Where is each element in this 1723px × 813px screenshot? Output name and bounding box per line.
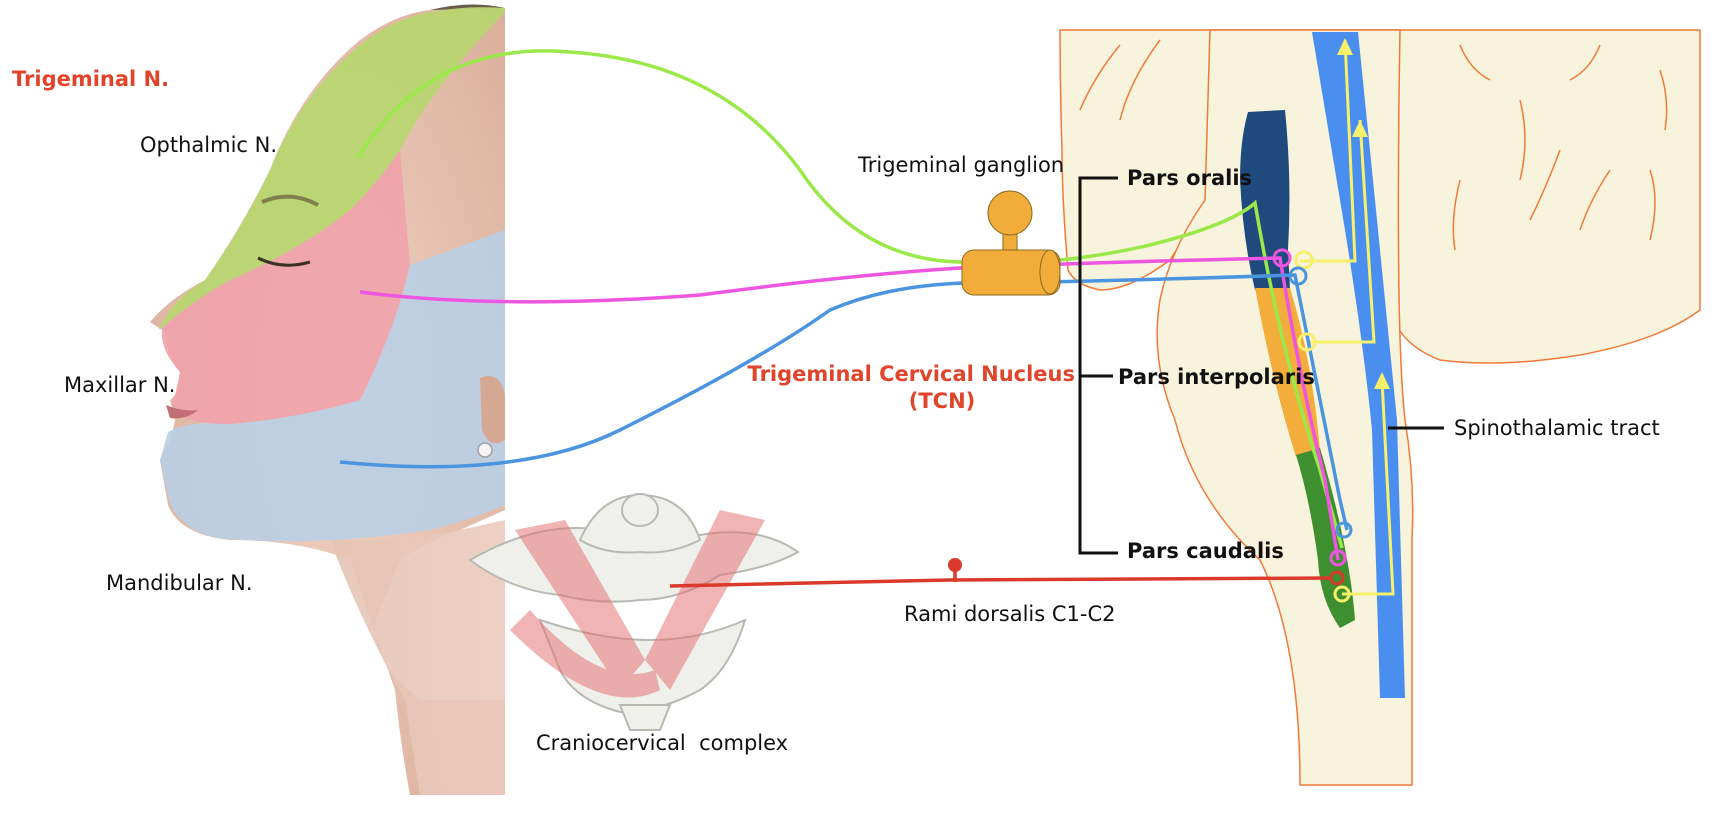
second-order-fibers	[1300, 39, 1395, 596]
pars-interpolaris-label: Pars interpolaris	[1118, 365, 1315, 389]
nucleus-bracket	[1078, 176, 1118, 555]
synapse-oralis-second	[1294, 250, 1314, 270]
tcn-label-line2: (TCN)	[909, 389, 976, 413]
mandibular-pathway	[339, 273, 1349, 531]
synapse-mandibular-caudalis	[1335, 521, 1353, 539]
spinothalamic-label: Spinothalamic tract	[1454, 416, 1660, 440]
pars-caudalis-label: Pars caudalis	[1127, 539, 1284, 563]
fiber-arrowheads	[1337, 38, 1390, 389]
face-illustration	[150, 4, 505, 795]
maxillary-pathway	[359, 256, 1340, 561]
ophthalmic-label: Opthalmic N.	[140, 133, 277, 157]
synapse-rami-caudalis	[1329, 570, 1345, 586]
craniocervical-complex	[468, 493, 800, 731]
trigeminal-ganglion	[961, 190, 1061, 296]
ophthalmic-pathway	[356, 49, 1344, 549]
brainstem-panel	[1059, 29, 1701, 786]
mandibular-zone	[160, 230, 505, 542]
neck	[330, 520, 505, 795]
pars-oralis-segment	[1240, 110, 1290, 290]
spinothalamic-tract	[1312, 32, 1405, 698]
ganglion-end	[1039, 249, 1061, 295]
ganglion-label: Trigeminal ganglion	[857, 153, 1064, 177]
synapse-markers	[1272, 248, 1353, 603]
muscle-bands	[510, 510, 765, 698]
nerve-pathways	[339, 49, 1349, 588]
synapse-interpolaris-second	[1297, 332, 1317, 352]
rami-label: Rami dorsalis C1-C2	[904, 602, 1116, 626]
rami-dorsalis-pathway	[669, 576, 1331, 588]
rami-marker	[948, 558, 962, 572]
earring	[477, 442, 493, 458]
closed-eye	[257, 256, 311, 267]
bracket-spine	[1078, 176, 1118, 555]
synapse-maxillary-caudalis	[1329, 549, 1347, 567]
synapse-caudalis-second	[1333, 585, 1351, 603]
pars-oralis-label: Pars oralis	[1127, 166, 1252, 190]
synapse-maxillary-oralis	[1272, 248, 1292, 268]
ear	[480, 376, 505, 444]
maxillary-label: Maxillar N.	[64, 373, 175, 397]
tcn-label-line1: Trigeminal Cervical Nucleus	[748, 362, 1075, 386]
maxillary-zone	[161, 150, 410, 425]
eyebrow	[261, 194, 319, 207]
ophthalmic-zone	[158, 7, 505, 330]
cerebellum-folia	[1079, 39, 1668, 251]
mandibular-label: Mandibular N.	[106, 571, 253, 595]
diagram-title: Trigeminal N.	[12, 67, 169, 91]
synapse-mandibular-oralis	[1288, 266, 1308, 286]
ganglion-cell-body	[987, 190, 1033, 236]
craniocervical-label: Craniocervical complex	[536, 731, 788, 755]
lips	[166, 405, 198, 419]
